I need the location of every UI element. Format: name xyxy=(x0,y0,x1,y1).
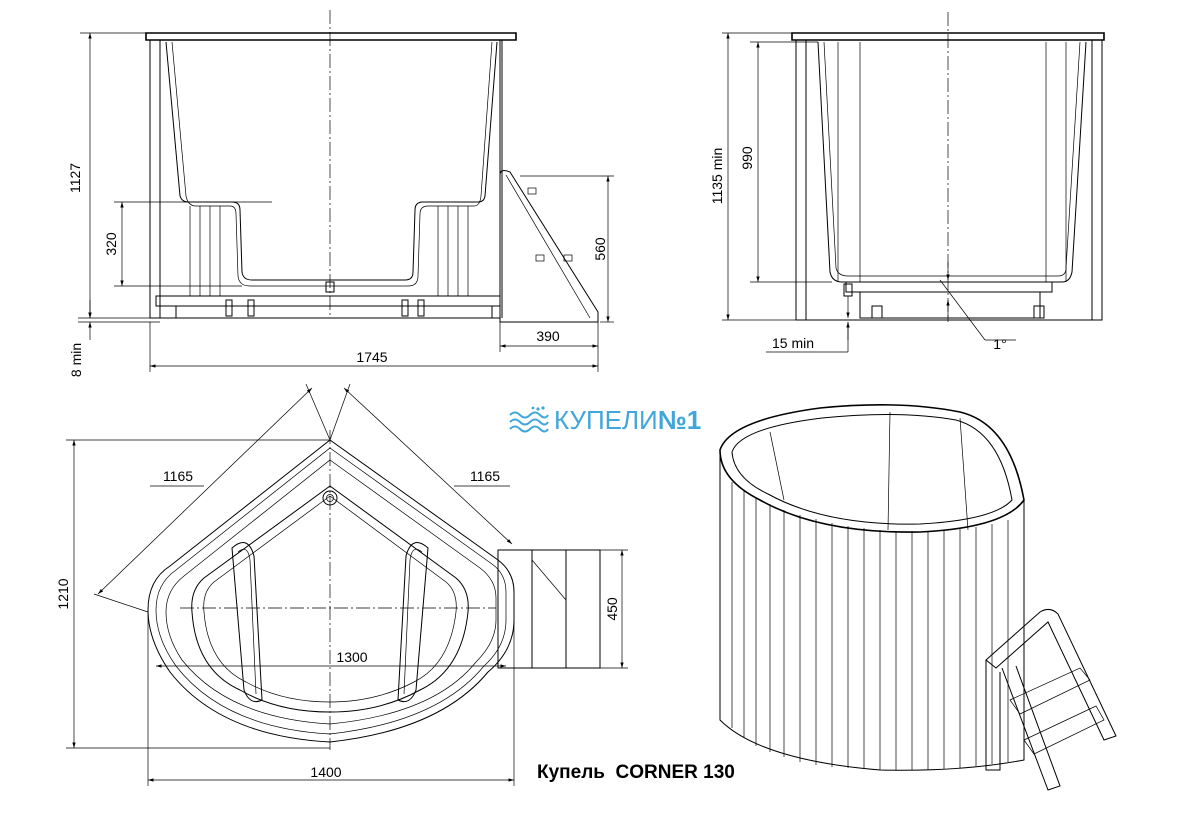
dim-slope: 1° xyxy=(993,336,1006,352)
logo-text: КУПЕЛИ№1 xyxy=(554,405,701,436)
dim-gap: 8 min xyxy=(68,343,84,377)
dim-side-height: 1135 min xyxy=(709,148,725,205)
dim-front-width: 1745 xyxy=(356,349,387,365)
dim-side-b: 1165 xyxy=(470,468,500,484)
perspective-view xyxy=(719,404,1117,791)
dim-side-a: 1165 xyxy=(163,468,193,484)
water-waves-icon xyxy=(509,406,549,433)
dim-seat-height: 320 xyxy=(103,232,119,256)
logo-name: КУПЕЛИ xyxy=(554,404,658,435)
drawing-title: Купель CORNER 130 xyxy=(537,762,735,783)
dim-base-gap: 15 min xyxy=(772,335,814,351)
dim-top-width: 1400 xyxy=(310,764,341,780)
dim-front-height: 1127 xyxy=(67,163,83,193)
dim-inner-height: 990 xyxy=(739,146,755,170)
dim-step-depth: 390 xyxy=(536,328,560,344)
logo-number: №1 xyxy=(657,404,702,435)
dim-inner-width: 1300 xyxy=(336,649,367,665)
logo: КУПЕЛИ№1 xyxy=(508,403,701,437)
front-view: 1127 320 8 min 1745 390 560 xyxy=(67,10,614,377)
dim-step-height: 560 xyxy=(592,237,608,261)
side-view: 1135 min 990 15 min 1° xyxy=(709,12,1105,353)
top-view: 1165 1165 1210 1300 1400 450 xyxy=(55,383,628,786)
dim-step-width: 450 xyxy=(604,597,620,621)
dim-top-depth: 1210 xyxy=(55,578,71,609)
